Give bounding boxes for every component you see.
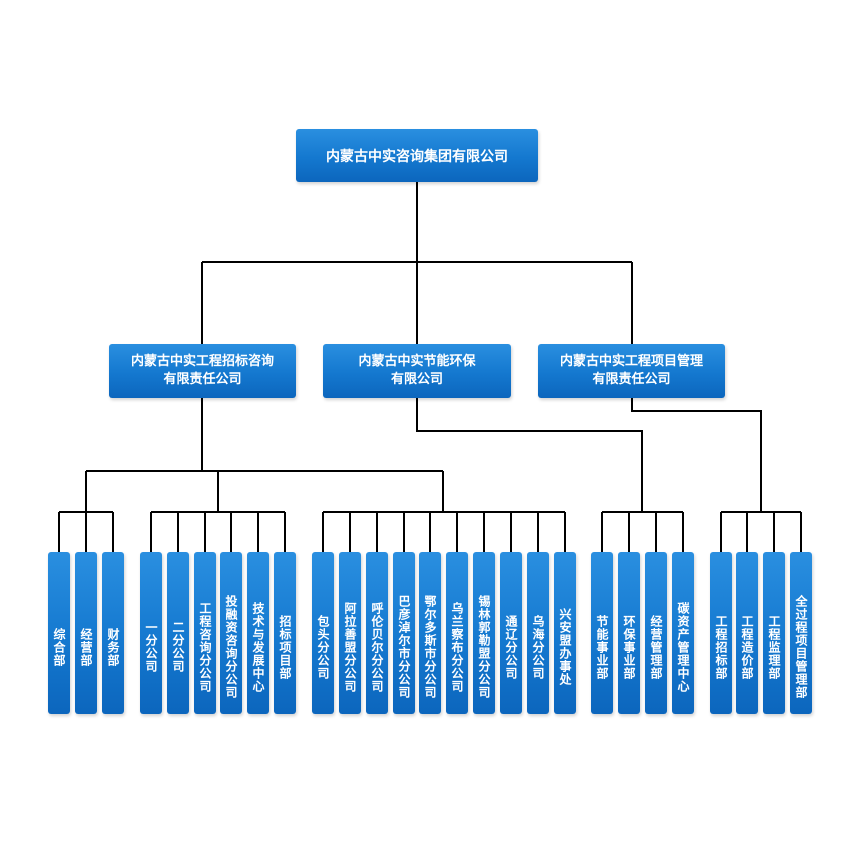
unit-node: 通辽分公司 [500,552,522,714]
unit-node: 二分公司 [167,552,189,714]
unit-node: 一分公司 [140,552,162,714]
connector-root [201,182,633,344]
connector-group-b [150,511,286,552]
unit-label: 一分公司 [144,621,158,673]
unit-node: 工程造价部 [736,552,758,714]
unit-label: 乌兰察布分公司 [450,601,464,693]
unit-node: 碳资产管理中心 [672,552,694,714]
company-line-1: 内蒙古中实工程项目管理 [559,354,703,369]
unit-node: 巴彦淖尔市分公司 [393,552,415,714]
unit-label: 招标项目部 [278,614,292,680]
unit-node: 阿拉善盟分公司 [339,552,361,714]
unit-node: 投融资咨询分公司 [220,552,242,714]
unit-node: 包头分公司 [312,552,334,714]
unit-node: 财务部 [102,552,124,714]
root-title: 内蒙古中实咨询集团有限公司 [326,148,508,165]
company-line-2: 有限责任公司 [163,372,242,387]
unit-node: 技术与发展中心 [247,552,269,714]
unit-node: 经营部 [75,552,97,714]
company-node-project: 内蒙古中实工程项目管理 有限责任公司 [538,344,725,398]
unit-node: 节能事业部 [591,552,613,714]
connector-company-2 [416,398,684,552]
unit-label: 综合部 [52,627,66,667]
unit-node: 全过程项目管理部 [790,552,812,714]
unit-label: 通辽分公司 [504,614,518,680]
unit-node: 工程招标部 [710,552,732,714]
company-line-2: 有限责任公司 [592,372,671,387]
unit-label: 技术与发展中心 [251,601,265,693]
company-line-2: 有限公司 [390,372,443,387]
unit-node: 呼伦贝尔分公司 [366,552,388,714]
unit-node: 综合部 [48,552,70,714]
unit-node: 乌海分公司 [527,552,549,714]
unit-node: 兴安盟办事处 [554,552,576,714]
connector-group-c [322,511,566,552]
unit-label: 阿拉善盟分公司 [343,601,357,693]
unit-label: 二分公司 [171,621,185,673]
unit-label: 全过程项目管理部 [794,595,808,699]
unit-label: 工程咨询分公司 [198,601,212,693]
unit-label: 经营部 [79,627,93,667]
unit-label: 乌海分公司 [531,614,545,680]
unit-label: 工程造价部 [740,614,754,680]
unit-node: 锡林郭勒盟分公司 [473,552,495,714]
connector-group-a [58,511,114,552]
unit-node: 工程监理部 [763,552,785,714]
unit-label: 工程监理部 [767,614,781,680]
unit-label: 呼伦贝尔分公司 [370,601,384,693]
company-line-1: 内蒙古中实节能环保 [358,354,476,369]
unit-label: 鄂尔多斯市分公司 [423,595,437,699]
root-node: 内蒙古中实咨询集团有限公司 [296,129,538,182]
unit-label: 碳资产管理中心 [676,601,690,693]
unit-label: 财务部 [106,627,120,667]
unit-label: 包头分公司 [316,614,330,680]
unit-label: 环保事业部 [622,614,636,680]
unit-label: 巴彦淖尔市分公司 [397,595,411,699]
unit-label: 投融资咨询分公司 [224,595,238,699]
unit-label: 节能事业部 [595,614,609,680]
unit-node: 鄂尔多斯市分公司 [419,552,441,714]
unit-label: 兴安盟办事处 [558,608,572,686]
unit-node: 经营管理部 [645,552,667,714]
unit-node: 工程咨询分公司 [194,552,216,714]
unit-node: 招标项目部 [274,552,296,714]
company-node-bidding: 内蒙古中实工程招标咨询 有限责任公司 [109,344,296,398]
unit-label: 工程招标部 [714,614,728,680]
unit-node: 环保事业部 [618,552,640,714]
company-line-1: 内蒙古中实工程招标咨询 [130,354,274,369]
company-node-energy: 内蒙古中实节能环保 有限公司 [323,344,511,398]
connector-company-3 [631,398,802,552]
unit-label: 锡林郭勒盟分公司 [477,595,491,699]
unit-node: 乌兰察布分公司 [446,552,468,714]
unit-label: 经营管理部 [649,614,663,680]
connector-company-1 [85,398,444,512]
